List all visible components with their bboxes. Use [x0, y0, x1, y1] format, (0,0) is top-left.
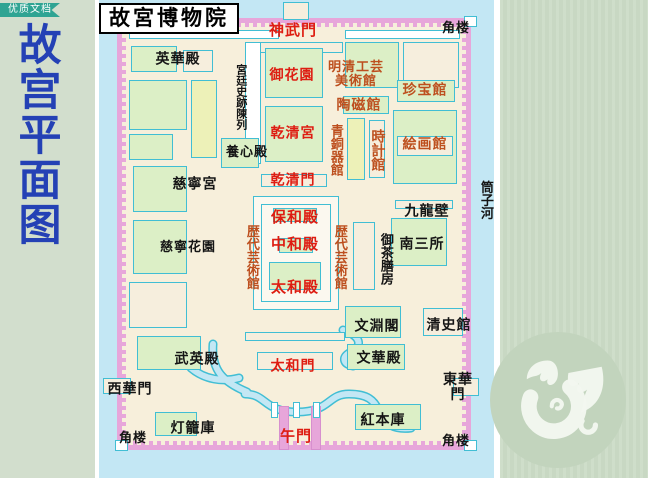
right-decor-panel — [490, 0, 648, 478]
map-label-nansansuo: 南三所 — [399, 237, 445, 253]
map-label-yuhuayuan: 御花園 — [269, 68, 315, 84]
map-label-jiaolou-tr: 角楼 — [441, 19, 471, 35]
corner-tower — [464, 16, 477, 27]
building-block — [347, 118, 365, 180]
building-block — [129, 80, 187, 130]
building-block — [265, 48, 323, 98]
building-block — [155, 412, 197, 436]
building-block — [355, 404, 421, 430]
building-block — [397, 136, 453, 156]
map-label-lidai-left: 歴代芸術館 — [244, 224, 260, 290]
building-block — [347, 344, 405, 370]
map-label-taihemen: 太和門 — [270, 359, 316, 375]
corner-tower — [464, 440, 477, 451]
map-label-lidai-right: 歴代芸術館 — [332, 224, 348, 290]
map-label-jiulongbi: 九龍壁 — [404, 204, 450, 220]
building-block — [391, 218, 447, 266]
south-wall — [117, 441, 471, 450]
building-block — [345, 306, 401, 338]
building-block — [129, 282, 187, 328]
map-label-yuchashanfang: 御茶膳房 — [378, 233, 394, 285]
building-block — [353, 222, 375, 290]
watermark-label: 优质文档 — [8, 4, 52, 15]
watermark-ribbon: 优质文档 — [0, 3, 60, 17]
map-label-wenyuange: 文淵閣 — [354, 319, 400, 335]
building-block — [221, 138, 259, 168]
building-block — [269, 262, 321, 290]
building-block — [369, 120, 385, 178]
map-label-huihuaguan: 絵画館 — [402, 137, 448, 153]
building-block — [137, 336, 201, 370]
map-label-tongzihe: 筒子河 — [478, 180, 494, 220]
map-label-taihedian: 太和殿 — [270, 279, 320, 296]
map-label-qingtongqiguan: 青銅器館 — [328, 124, 344, 176]
map-label-qianqinggong: 乾清宮 — [270, 126, 316, 142]
nine-dragon-wall — [395, 200, 453, 209]
west-gate-block — [103, 378, 131, 394]
building-block — [273, 208, 317, 222]
map-label-zhenbaoguan: 珍宝館 — [402, 83, 448, 99]
map-label-cininggong: 慈寧宮 — [172, 177, 218, 193]
east-gate-block — [453, 378, 479, 396]
building-block — [345, 42, 399, 88]
building-block — [129, 134, 173, 160]
map-label-qingshiguan: 清史館 — [426, 318, 472, 334]
map-label-mingqing-museum: 明清工芸 美術館 — [327, 58, 385, 88]
west-wall — [117, 18, 126, 450]
page-title: 故宫平面图 — [12, 22, 59, 247]
map-label-wumen: 午門 — [279, 428, 313, 445]
bridge — [271, 402, 278, 418]
building-block — [343, 96, 389, 114]
hall-terrace-inner — [261, 204, 331, 302]
map-label-hongbenku: 紅本庫 — [360, 413, 406, 429]
meridian-gate-wing — [279, 406, 289, 450]
north-wall — [117, 18, 471, 27]
map-label-jiaolou-bl: 角楼 — [118, 429, 148, 445]
forbidden-city-map: 故宮博物院 神武門角楼英華殿明清工芸 美術館御花園珍宝館宮廷史跡陳列陶磁館乾清宮… — [95, 0, 500, 478]
map-label-shijiguan: 時計館 — [369, 129, 385, 171]
building-block — [345, 30, 460, 39]
building-block — [279, 238, 313, 253]
building-block — [133, 166, 187, 212]
building-block — [397, 80, 455, 102]
map-label-donghuamen: 東華門 — [443, 372, 473, 403]
bridge — [293, 402, 300, 418]
map-label-cining-garden: 慈寧花園 — [159, 238, 217, 254]
building-block — [423, 308, 463, 336]
map-label-denglongku: 灯籠庫 — [170, 421, 216, 437]
map-label-xihuamen: 西華門 — [107, 382, 153, 398]
building-block — [131, 46, 177, 72]
building-block — [133, 220, 187, 274]
left-title-panel: 优质文档 故宫平面图 — [0, 0, 95, 478]
map-label-taociguan: 陶磁館 — [336, 98, 382, 114]
building-block — [245, 332, 345, 341]
map-label-yinghuadian: 英華殿 — [155, 52, 201, 68]
building-block — [283, 2, 309, 20]
map-label-baohedian: 保和殿 — [270, 209, 320, 226]
map-label-qianqingmen: 乾清門 — [270, 173, 316, 189]
building-block — [191, 80, 217, 158]
corner-tower — [115, 440, 128, 451]
map-title: 故宮博物院 — [99, 3, 239, 35]
building-block — [265, 106, 323, 162]
east-wall — [462, 18, 471, 450]
map-label-wenhuadian: 文華殿 — [356, 351, 402, 367]
map-label-jiaolou-br: 角楼 — [441, 432, 471, 448]
dragon-seal — [490, 332, 626, 468]
building-block — [257, 352, 333, 370]
building-block — [183, 50, 213, 72]
dragon-icon — [521, 360, 604, 439]
building-block — [261, 174, 327, 187]
map-label-zhonghedian: 中和殿 — [270, 236, 320, 253]
map-label-yangxindian: 養心殿 — [225, 143, 269, 159]
map-label-shenwumen: 神武門 — [268, 22, 318, 39]
bridge — [313, 402, 320, 418]
map-label-wuyingdian: 武英殿 — [174, 352, 220, 368]
map-label-gongting-shiji: 宮廷史跡陳列 — [234, 64, 247, 130]
